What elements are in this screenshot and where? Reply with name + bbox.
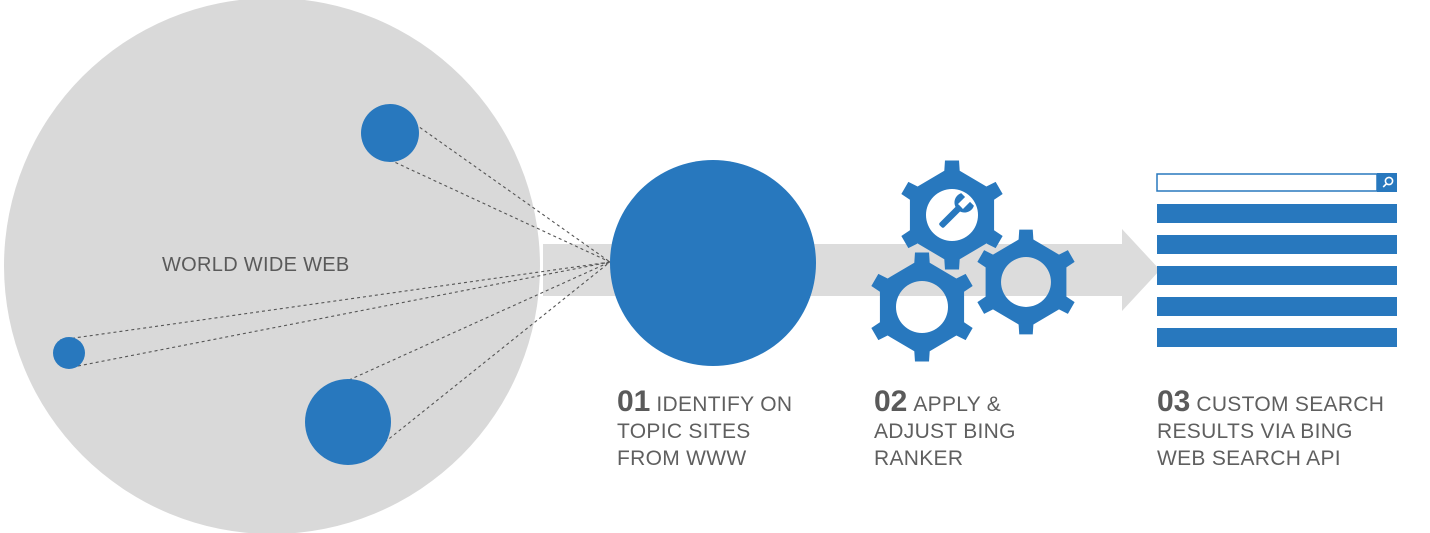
- result-bar: [1157, 235, 1397, 254]
- world-wide-web-label: WORLD WIDE WEB: [162, 254, 350, 276]
- search-button: [1377, 173, 1397, 192]
- step-2-line-1: APPLY &: [913, 393, 1002, 416]
- step-2-line-2: ADJUST BING: [874, 420, 1016, 443]
- step-1-line-1: IDENTIFY ON: [656, 393, 793, 416]
- step-1-line-3: FROM WWW: [617, 447, 747, 470]
- wrench-icon: [939, 193, 974, 228]
- step-3-line-3: WEB SEARCH API: [1157, 447, 1341, 470]
- search-results-panel: [1156, 173, 1397, 347]
- site-circle-top: [361, 104, 419, 162]
- step-2-line-3: RANKER: [874, 447, 964, 470]
- step-1-number: 01: [617, 385, 651, 418]
- site-circle-left: [53, 337, 85, 369]
- site-circle-bottom: [305, 379, 391, 465]
- step-3-line-2: RESULTS VIA BING: [1157, 420, 1353, 443]
- gear-icon: [901, 160, 1003, 270]
- result-bar: [1157, 204, 1397, 223]
- flow-arrow-head: [1122, 229, 1160, 311]
- search-box: [1156, 173, 1378, 192]
- result-bar: [1157, 297, 1397, 316]
- search-icon: [1382, 176, 1394, 188]
- step-1-line-2: TOPIC SITES: [617, 420, 751, 443]
- projection-lines: [59, 123, 611, 447]
- result-bar: [1157, 328, 1397, 347]
- step-3-line-1: CUSTOM SEARCH: [1196, 393, 1385, 416]
- result-bar: [1157, 266, 1397, 285]
- step-2-number: 02: [874, 385, 908, 418]
- step-3-number: 03: [1157, 385, 1191, 418]
- topic-sites-circle: [610, 160, 816, 366]
